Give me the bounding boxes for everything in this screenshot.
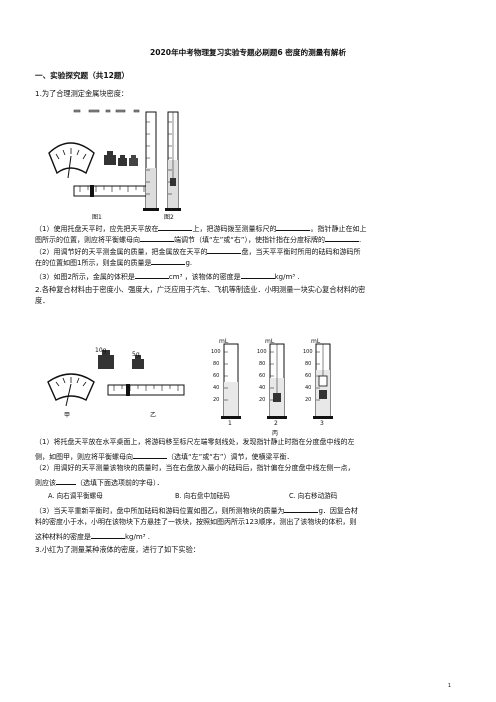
q2-label-bing: 丙: [272, 430, 279, 437]
q2-cyl1-tick: 40: [213, 385, 220, 391]
q2-part1-line1: （1）将托盘天平放在水平桌面上，将游码移至标尺左端零刻线处，发现指针静止时指在分…: [35, 438, 355, 446]
q2-cyl2-tick: 20: [259, 397, 266, 403]
page-title: 2020年中考物理复习实验专题必刷题6 密度的测量有解析: [149, 48, 347, 57]
q2-cyl3-tick: 60: [305, 373, 312, 379]
q2-option-b[interactable]: B. 向右盘中加砝码: [175, 492, 230, 500]
q1-blank-6[interactable]: [151, 256, 186, 265]
q2-figure-bing: [221, 343, 333, 419]
section-heading: 一、实验探究题（共12题）: [35, 71, 130, 80]
q1-figure2: [143, 111, 181, 211]
q2-cyl2-tick: 80: [259, 361, 266, 367]
q2-weight-10g: 10g: [95, 347, 107, 354]
q2-cyl2-unit: mL: [265, 338, 275, 345]
q2-blank-2[interactable]: [56, 476, 76, 485]
q1-blank-3[interactable]: [140, 233, 174, 242]
q1-part1-line2: 图所示的位置，则应将平衡螺母向端调节（填“左”或“右”），使指针指在分度标牌的.: [35, 233, 465, 246]
q2-cyl1-tick: 60: [213, 373, 220, 379]
q1-blank-4[interactable]: [325, 233, 360, 242]
q2-cyl-num-3: 3: [320, 420, 324, 427]
q2-cyl3-unit: mL: [311, 338, 321, 345]
q1-fig2-label: 图2: [164, 214, 174, 221]
q1-blank-7[interactable]: [134, 270, 169, 279]
q2-label-yi: 乙: [150, 412, 157, 419]
q2-cyl1-tick: 100: [211, 349, 221, 355]
q2-part3-line2: 料的密度小于水，小明在该物块下方悬挂了一铁块，按照如图丙所示123顺序，测出了该…: [35, 518, 357, 526]
q2-label-jia: 甲: [64, 412, 71, 419]
q2-cyl1-tick: 80: [213, 361, 220, 367]
q3-stem: 3.小红为了测量某种液体的密度，进行了如下实验：: [35, 545, 200, 554]
q2-stem-line2: 度．: [35, 296, 50, 305]
q2-cyl3-tick: 80: [305, 361, 312, 367]
q2-blank-1[interactable]: [133, 450, 167, 459]
q2-option-a[interactable]: A. 向右调平衡螺母: [48, 492, 103, 500]
q1-part1-line1: （1）使用托盘天平时，应先把天平放在上，把游码拨至测量标尺的。指针静止在如上: [35, 222, 465, 235]
q2-weight-5g: 5g: [132, 351, 140, 358]
q2-cyl-num-2: 2: [274, 420, 278, 427]
q2-cyl3-tick: 40: [305, 385, 312, 391]
q2-part1-line2: 侧，如图甲，则应将平衡螺母向（选填“左”或“右”）调节，使横梁平衡．: [35, 450, 465, 463]
q2-stem-line1: 2.各种复合材料由于密度小、强度大，广泛应用于汽车、飞机等制造业．小明测量一块实…: [35, 285, 366, 294]
q1-part2-line1: （2）用调节好的天平测金属的质量，把金属放在天平的盘，当天平平衡时所用的砝码和游…: [35, 245, 465, 258]
q1-stem: 1.为了合理测定金属块密度：: [35, 89, 129, 98]
q1-blank-5[interactable]: [207, 245, 242, 254]
q2-cyl3-tick: 100: [303, 349, 313, 355]
page-number: 1: [447, 683, 451, 689]
q2-option-c[interactable]: C. 向右移动游码: [289, 492, 338, 500]
q2-blank-3[interactable]: [284, 504, 319, 513]
q1-blank-1[interactable]: [158, 222, 193, 231]
q2-cyl3-tick: 20: [305, 397, 312, 403]
q2-cyl1-tick: 20: [213, 397, 220, 403]
q2-cyl2-tick: 100: [257, 349, 267, 355]
q2-blank-4[interactable]: [91, 530, 125, 539]
q2-cyl2-tick: 60: [259, 373, 266, 379]
q2-cyl1-unit: mL: [219, 338, 229, 345]
q2-part2-line1: （2）用调好的天平测量该物块的质量时，当在右盘放入最小的砝码后，指针偏在分度盘中…: [35, 464, 355, 472]
q1-blank-8[interactable]: [240, 270, 275, 279]
q2-cyl2-tick: 40: [259, 385, 266, 391]
q2-figure-jia: [47, 373, 95, 407]
q1-blank-2[interactable]: [276, 222, 311, 231]
q1-fig1-label: 图1: [92, 214, 102, 221]
q2-figure-yi: [98, 350, 185, 396]
q2-cyl-num-1: 1: [228, 420, 232, 427]
q2-part2-line2: 则应该（选填下面选项前的字母）．: [35, 476, 465, 489]
